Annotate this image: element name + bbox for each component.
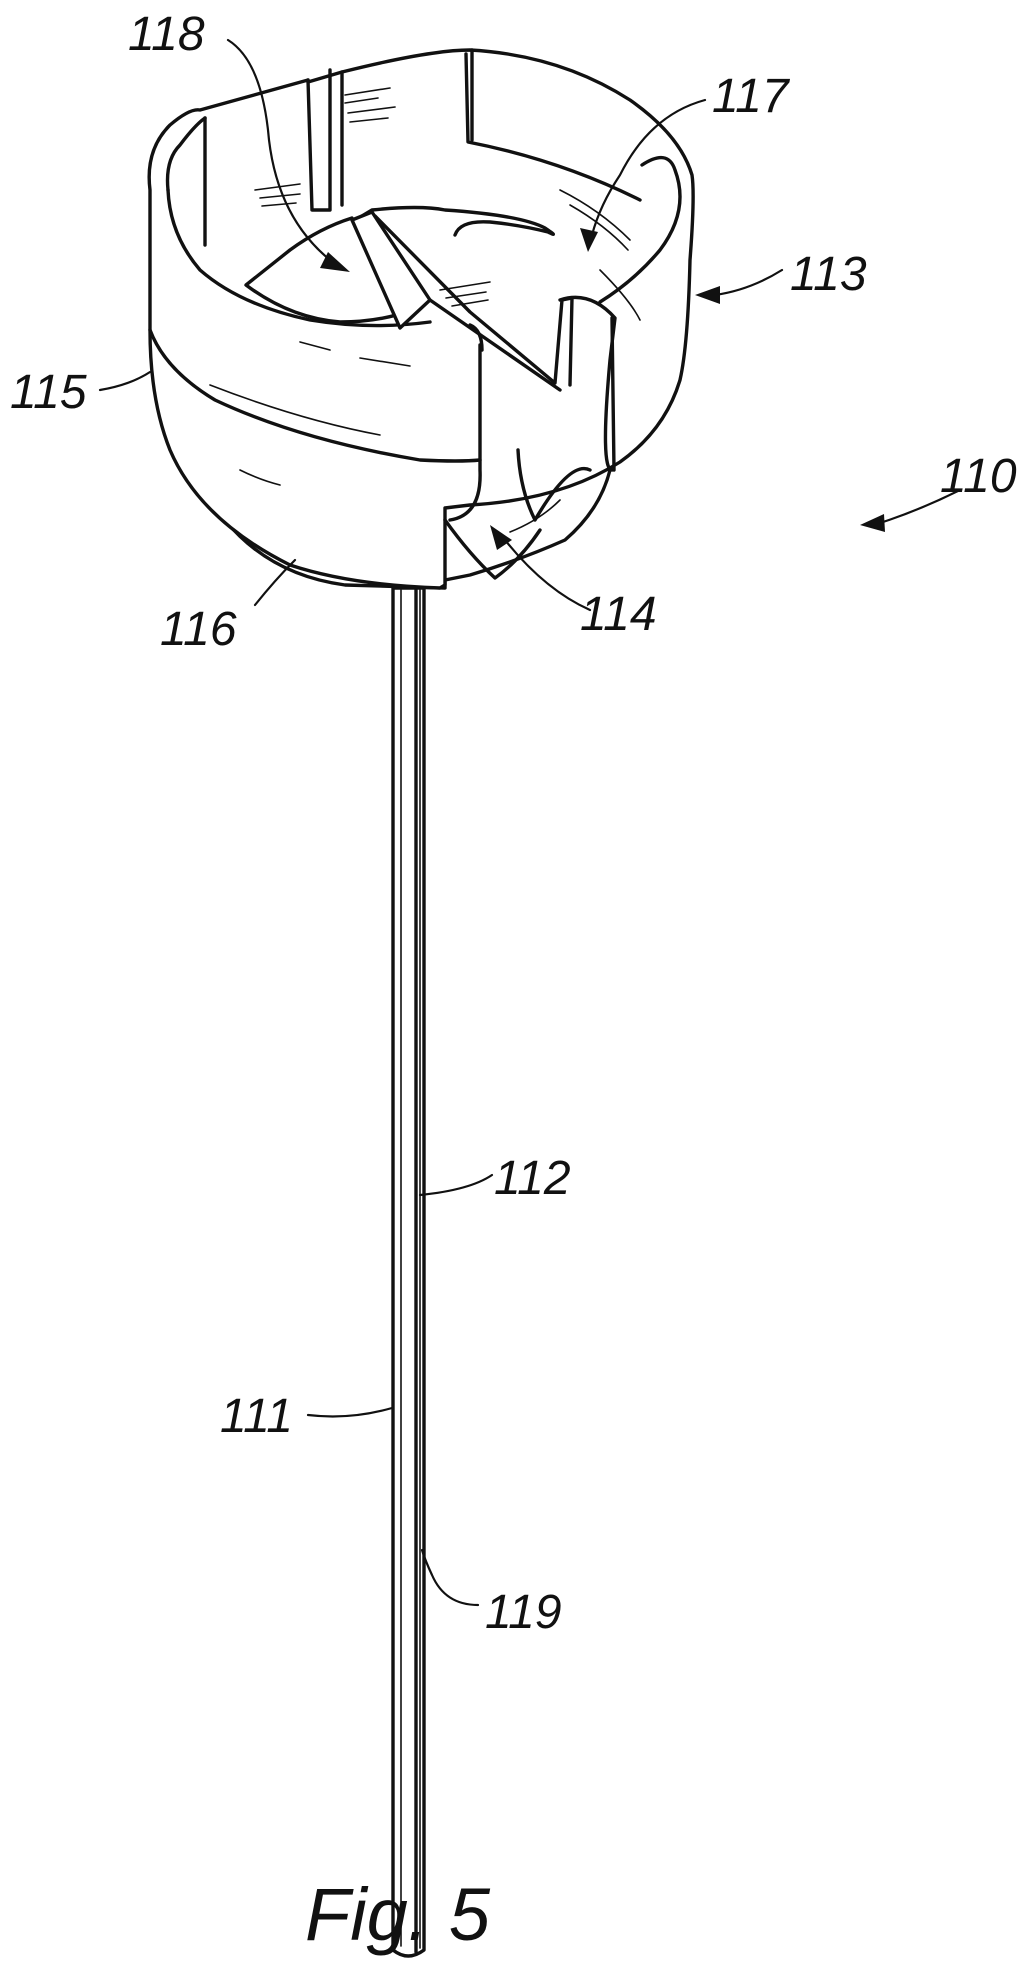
reference-labels: 118 117 113 110 115 116 114 112 111 119 <box>10 8 1017 1639</box>
label-119: 119 <box>485 1586 562 1639</box>
figure-caption: Fig. 5 <box>305 1873 491 1956</box>
label-111: 111 <box>220 1390 293 1443</box>
upper-cup <box>147 48 695 590</box>
label-114: 114 <box>580 588 657 641</box>
label-117: 117 <box>712 70 791 123</box>
label-116: 116 <box>160 603 237 656</box>
label-113: 113 <box>790 248 867 301</box>
label-115: 115 <box>10 366 87 419</box>
leader-lines <box>98 38 962 1607</box>
needle-shaft <box>391 586 426 1958</box>
label-112: 112 <box>494 1152 571 1205</box>
label-110: 110 <box>940 450 1017 503</box>
label-118: 118 <box>128 8 205 61</box>
